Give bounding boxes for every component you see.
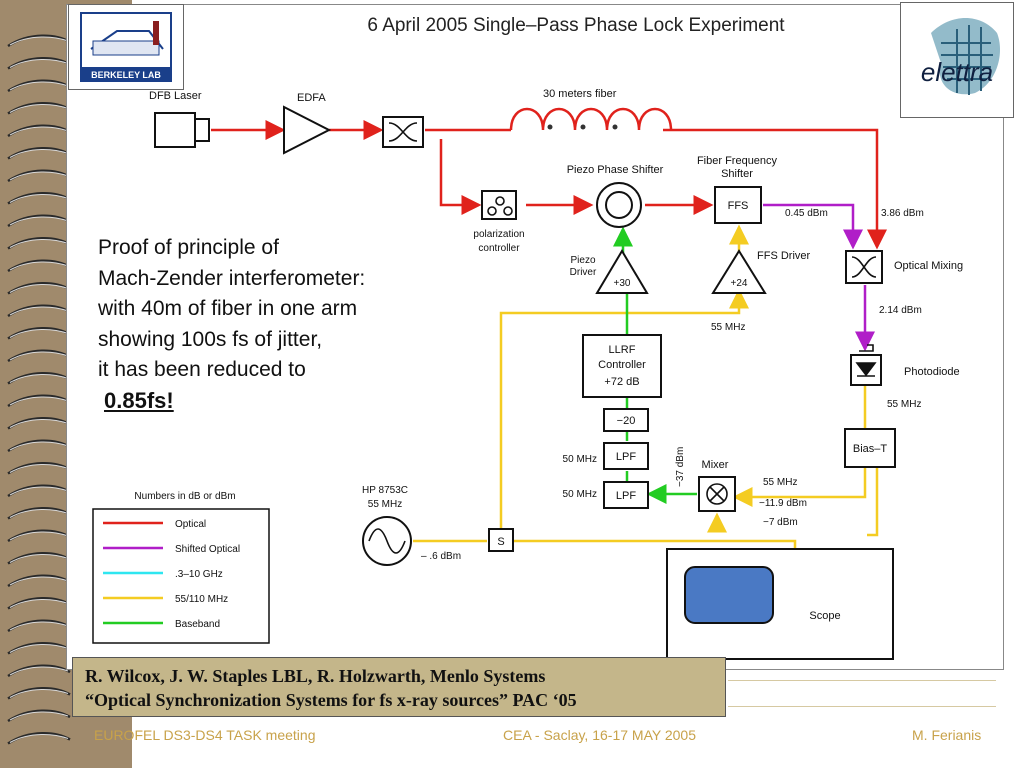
spiral-rings (7, 34, 71, 745)
berkeley-lab-emblem: BERKELEY LAB (80, 12, 172, 82)
label-piezo-driver-2: Driver (570, 267, 597, 278)
label-ffs-box: FFS (728, 200, 749, 212)
label-piezo-driver-1: Piezo (570, 255, 595, 266)
label-hp-2: 55 MHz (368, 499, 402, 510)
legend-label: Baseband (175, 619, 220, 630)
label-mix-119: −11.9 dBm (759, 498, 807, 509)
footer-venue: CEA - Saclay, 16-17 MAY 2005 (503, 727, 696, 743)
label-lpf-2: LPF (616, 490, 636, 502)
label-llrf-3: +72 dB (604, 376, 639, 388)
label-fiber: 30 meters fiber (543, 88, 617, 100)
label-f55-ffs: 55 MHz (711, 322, 745, 333)
dfb-laser-port (194, 118, 210, 142)
label-piezo-shifter: Piezo Phase Shifter (567, 164, 664, 176)
elettra-emblem: elettra (921, 18, 1001, 95)
label-amp-24: +24 (731, 278, 748, 289)
fiber-coil (509, 107, 673, 131)
label-polarization-2: controller (478, 243, 520, 254)
reference-title: “Optical Synchronization Systems for fs … (85, 690, 577, 710)
lpf-2 (603, 481, 649, 509)
diagram-title: 6 April 2005 Single–Pass Phase Lock Expe… (367, 15, 785, 36)
summary-text: Proof of principle of Mach-Zender interf… (98, 233, 438, 416)
summary-line-5: it has been reduced to (98, 358, 306, 381)
summary-line-4: showing 100s fs of jitter, (98, 327, 323, 351)
label-photodiode: Photodiode (904, 366, 960, 378)
elettra-logo: elettra (900, 2, 1014, 118)
legend-title: Numbers in dB or dBm (134, 491, 235, 502)
footer-author: M. Ferianis (912, 727, 982, 743)
summary-line-2: Mach-Zender interferometer: (98, 266, 366, 290)
label-bias-t: Bias–T (853, 443, 888, 455)
diagram-panel: 6 April 2005 Single–Pass Phase Lock Expe… (66, 4, 1004, 670)
berkeley-lab-text: BERKELEY LAB (91, 70, 161, 80)
ffs-box (714, 186, 762, 224)
label-ffs-1: Fiber Frequency (697, 155, 778, 167)
label-mixer: Mixer (702, 459, 729, 471)
label-f50-b: 50 MHz (563, 489, 597, 500)
label-pwr-214: 2.14 dBm (879, 305, 922, 316)
scope-screen (684, 566, 774, 624)
label-f50-a: 50 MHz (563, 454, 597, 465)
legend-label: Shifted Optical (175, 544, 240, 555)
dfb-laser (154, 112, 196, 148)
reference-authors: R. Wilcox, J. W. Staples LBL, R. Holzwar… (85, 666, 546, 686)
label-scope: Scope (809, 610, 840, 622)
legend-box (92, 508, 270, 644)
optical-line-to-polcontroller (439, 139, 482, 215)
label-neg6: – .6 dBm (421, 551, 461, 562)
ffs-driver (711, 249, 767, 294)
divider-line-2 (728, 706, 996, 707)
label-pwr-045: 0.45 dBm (785, 208, 828, 219)
label-mix-55: 55 MHz (763, 477, 797, 488)
label-llrf-1: LLRF (609, 344, 636, 356)
label-mix-7: −7 dBm (763, 517, 798, 528)
rf-line-splitter-ffsdriver (499, 288, 749, 529)
label-f55-pd: 55 MHz (887, 399, 921, 410)
rf-line-biast-mixer (732, 467, 867, 507)
llrf-controller (582, 334, 662, 398)
label-attn: −20 (617, 415, 636, 427)
label-ffs-driver: FFS Driver (757, 250, 811, 262)
label-llrf-2: Controller (598, 359, 646, 371)
lpf-1 (603, 442, 649, 470)
splitter (488, 528, 514, 552)
edfa-amplifier (283, 105, 332, 155)
legend-label: .3–10 GHz (175, 569, 223, 580)
footer-meeting: EUROFEL DS3-DS4 TASK meeting (94, 727, 316, 743)
divider-line-1 (728, 680, 996, 681)
label-polarization-1: polarization (473, 229, 524, 240)
legend-label: 55/110 MHz (175, 594, 228, 605)
reference-box: R. Wilcox, J. W. Staples LBL, R. Holzwar… (72, 657, 726, 717)
label-lpf-1: LPF (616, 451, 636, 463)
jitter-highlight: 0.85fs! (104, 387, 174, 413)
rf-line-biast-scope (867, 467, 879, 537)
label-edfa: EDFA (297, 92, 326, 104)
bias-t (844, 428, 896, 468)
label-ffs-2: Shifter (721, 168, 753, 180)
berkeley-lab-logo: BERKELEY LAB (68, 4, 184, 90)
label-hp-1: HP 8753C (362, 485, 408, 496)
block-diagram: 6 April 2005 Single–Pass Phase Lock Expe… (92, 15, 963, 660)
optical-line-fiber-mixing (663, 128, 887, 250)
summary-line-1: Proof of principle of (98, 236, 279, 259)
piezo-driver (595, 249, 649, 294)
label-dfb: DFB Laser (149, 90, 202, 102)
label-pwr-386: 3.86 dBm (881, 208, 924, 219)
summary-line-3: with 40m of fiber in one arm (98, 297, 358, 320)
label-amp-30: +30 (614, 278, 631, 289)
elettra-text: elettra (921, 57, 993, 87)
label-optical-mixing: Optical Mixing (894, 260, 963, 272)
attenuator (603, 408, 649, 432)
shifted-line-ffs-mixing (763, 203, 863, 250)
legend-label: Optical (175, 519, 206, 530)
label-neg37: −37 dBm (675, 447, 686, 487)
label-splitter: S (497, 536, 504, 548)
